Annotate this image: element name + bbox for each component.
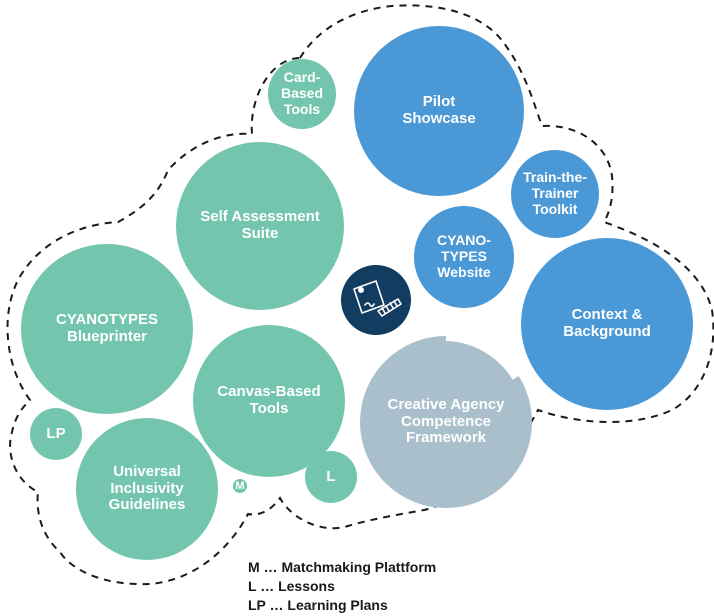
matchmaking-short-label: M bbox=[235, 479, 245, 492]
creative-agency-framework-label: Creative Agency Competence Framework bbox=[387, 395, 505, 447]
train-the-trainer-toolkit-label: Train-the- Trainer Toolkit bbox=[523, 169, 587, 217]
self-assessment-suite-bubble[interactable]: Self Assessment Suite bbox=[176, 142, 344, 310]
pilot-showcase-bubble[interactable]: Pilot Showcase bbox=[354, 26, 524, 196]
context-background-label: Context & Background bbox=[563, 306, 651, 340]
cyanotypes-website-label: CYANO- TYPES Website bbox=[437, 232, 491, 280]
universal-inclusivity-guidelines-bubble[interactable]: Universal Inclusivity Guidelines bbox=[76, 418, 218, 560]
cyanotypes-blueprinter-label: CYANOTYPES Blueprinter bbox=[56, 311, 158, 345]
self-assessment-suite-label: Self Assessment Suite bbox=[200, 208, 320, 242]
legend-item-m: M … Matchmaking Plattform bbox=[248, 559, 437, 575]
creative-agency-framework-bubble[interactable]: Creative Agency Competence Framework bbox=[360, 336, 532, 508]
matchmaking-bubble[interactable]: M bbox=[229, 475, 251, 497]
legend: M … Matchmaking Plattform L … Lessons LP… bbox=[248, 558, 436, 615]
legend-item-l: L … Lessons bbox=[248, 578, 335, 594]
cyanotypes-website-bubble[interactable]: CYANO- TYPES Website bbox=[414, 206, 514, 308]
learning-plans-bubble[interactable]: LP bbox=[30, 408, 82, 460]
canvas-based-tools-bubble[interactable]: Canvas-Based Tools bbox=[193, 325, 345, 477]
card-based-tools-label: Card- Based Tools bbox=[280, 69, 324, 117]
universal-inclusivity-guidelines-label: Universal Inclusivity Guidelines bbox=[108, 462, 186, 514]
context-background-bubble[interactable]: Context & Background bbox=[521, 238, 693, 410]
pilot-showcase-label: Pilot Showcase bbox=[402, 93, 476, 127]
learning-plans-short-label: LP bbox=[46, 424, 66, 442]
center-emblem[interactable] bbox=[341, 265, 411, 335]
canvas-based-tools-label: Canvas-Based Tools bbox=[217, 383, 321, 417]
legend-item-lp: LP … Learning Plans bbox=[248, 597, 388, 613]
train-the-trainer-toolkit-bubble[interactable]: Train-the- Trainer Toolkit bbox=[511, 150, 599, 238]
lessons-short-label: L bbox=[326, 467, 336, 485]
blueprint-document-icon bbox=[353, 280, 402, 317]
cyanotypes-blueprinter-bubble[interactable]: CYANOTYPES Blueprinter bbox=[21, 244, 193, 414]
card-based-tools-bubble[interactable]: Card- Based Tools bbox=[268, 59, 336, 129]
lessons-bubble[interactable]: L bbox=[305, 451, 357, 503]
